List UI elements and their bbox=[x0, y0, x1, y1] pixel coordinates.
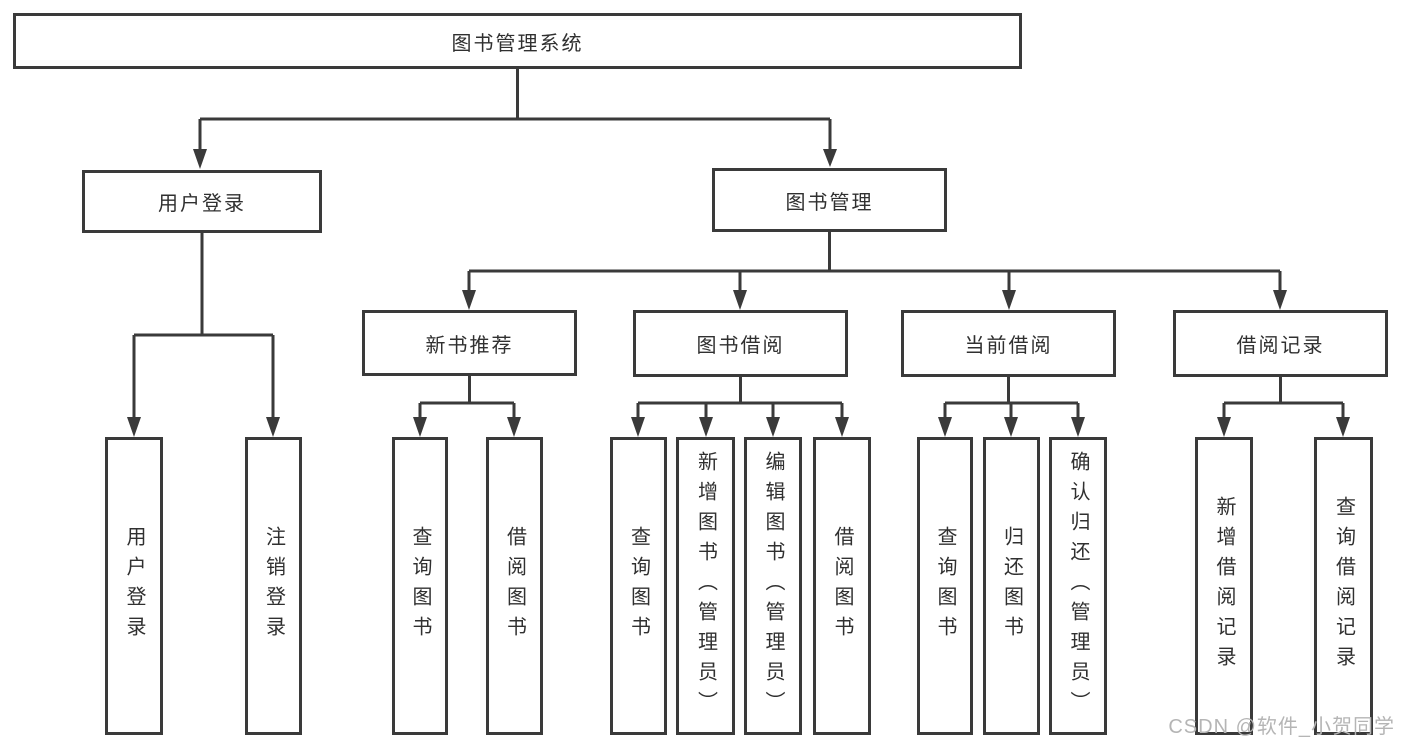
leaf-query-book-borrow: 查询图书 bbox=[610, 437, 667, 735]
node-book-borrow-label: 图书借阅 bbox=[696, 335, 785, 357]
leaf-query-book-current-label: 查询图书 bbox=[934, 526, 956, 646]
connector-root-to-level2 bbox=[198, 69, 832, 151]
node-new-book-recommend: 新书推荐 bbox=[362, 310, 577, 376]
csdn-watermark: CSDN @软件_小贺同学 bbox=[1168, 716, 1395, 738]
node-current-borrow-label: 当前借阅 bbox=[964, 335, 1053, 357]
connector-login-to-leaves bbox=[132, 233, 275, 419]
leaf-logout-label: 注销登录 bbox=[262, 526, 285, 646]
node-current-borrow: 当前借阅 bbox=[901, 310, 1116, 377]
leaf-confirm-return-admin-label: 确认归还（管理员） bbox=[1067, 451, 1089, 721]
leaf-user-login: 用户登录 bbox=[105, 437, 163, 735]
leaf-borrow-book-label: 借阅图书 bbox=[831, 526, 853, 646]
leaf-return-book: 归还图书 bbox=[983, 437, 1040, 735]
node-user-login: 用户登录 bbox=[82, 170, 322, 233]
connector-borrow-to-leaves bbox=[636, 377, 844, 419]
connector-current-to-leaves bbox=[943, 377, 1080, 419]
leaf-user-login-label: 用户登录 bbox=[123, 526, 145, 646]
node-book-borrow: 图书借阅 bbox=[633, 310, 848, 377]
connector-records-to-leaves bbox=[1222, 377, 1345, 419]
node-library-system: 图书管理系统 bbox=[13, 13, 1022, 69]
node-library-system-label: 图书管理系统 bbox=[451, 32, 584, 55]
node-new-book-recommend-label: 新书推荐 bbox=[425, 334, 514, 357]
node-book-management: 图书管理 bbox=[712, 168, 947, 232]
node-borrow-records-label: 借阅记录 bbox=[1236, 335, 1325, 357]
leaf-query-book-newbooks: 查询图书 bbox=[392, 437, 448, 735]
leaf-add-book-admin-label: 新增图书（管理员） bbox=[694, 451, 717, 721]
leaf-query-book-borrow-label: 查询图书 bbox=[627, 526, 650, 646]
leaf-add-book-admin: 新增图书（管理员） bbox=[676, 437, 735, 735]
leaf-query-borrow-record: 查询借阅记录 bbox=[1314, 437, 1373, 735]
node-borrow-records: 借阅记录 bbox=[1173, 310, 1388, 377]
node-user-login-label: 用户登录 bbox=[158, 193, 246, 215]
leaf-edit-book-admin-label: 编辑图书（管理员） bbox=[762, 451, 784, 721]
connector-newbooks-to-leaves bbox=[418, 375, 516, 419]
leaf-borrow-book: 借阅图书 bbox=[813, 437, 871, 735]
leaf-query-borrow-record-label: 查询借阅记录 bbox=[1332, 496, 1355, 676]
leaf-query-book-current: 查询图书 bbox=[917, 437, 973, 735]
leaf-return-book-label: 归还图书 bbox=[1000, 526, 1023, 646]
leaf-borrow-book-newbooks-label: 借阅图书 bbox=[503, 526, 526, 646]
node-book-management-label: 图书管理 bbox=[785, 191, 874, 214]
leaf-borrow-book-newbooks: 借阅图书 bbox=[486, 437, 543, 735]
leaf-query-book-newbooks-label: 查询图书 bbox=[409, 526, 431, 646]
leaf-add-borrow-record-label: 新增借阅记录 bbox=[1213, 496, 1235, 676]
leaf-logout: 注销登录 bbox=[245, 437, 302, 735]
arrowheads bbox=[127, 149, 1350, 437]
leaf-edit-book-admin: 编辑图书（管理员） bbox=[744, 437, 802, 735]
connector-mgmt-to-level3 bbox=[467, 232, 1282, 292]
leaf-add-borrow-record: 新增借阅记录 bbox=[1195, 437, 1253, 735]
leaf-confirm-return-admin: 确认归还（管理员） bbox=[1049, 437, 1107, 735]
